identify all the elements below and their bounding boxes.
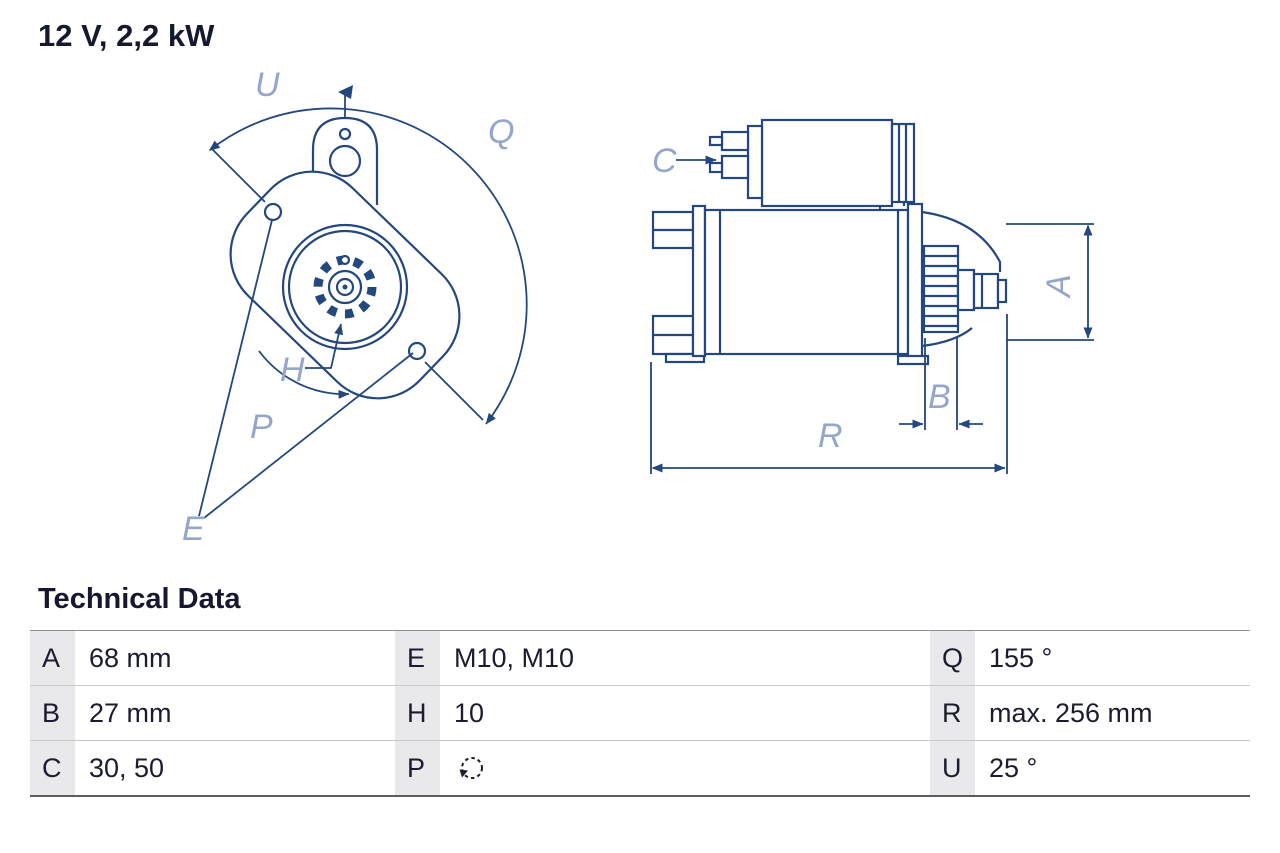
- param-key-c: C: [30, 741, 75, 795]
- dim-label-e: E: [182, 510, 205, 548]
- solenoid: [746, 118, 916, 211]
- front-view: [229, 116, 461, 400]
- technical-data-section: Technical Data A 68 mm E M10, M10 Q 155 …: [30, 583, 1250, 797]
- dim-label-b: B: [928, 378, 951, 416]
- dim-label-q: Q: [488, 113, 514, 151]
- front-dimensions: [198, 85, 528, 519]
- param-value-p: [440, 741, 930, 795]
- motor-body: [703, 208, 910, 356]
- param-key-e: E: [395, 631, 440, 685]
- param-key-a: A: [30, 631, 75, 685]
- param-key-h: H: [395, 686, 440, 740]
- param-value-q: 155 °: [975, 631, 1250, 685]
- side-dimensions: [650, 155, 1094, 474]
- table-row: B 27 mm H 10 R max. 256 mm: [30, 685, 1250, 740]
- terminals: [708, 130, 750, 180]
- drive-end: [896, 202, 1008, 366]
- param-key-q: Q: [930, 631, 975, 685]
- param-value-u: 25 °: [975, 741, 1250, 795]
- rotation-ccw-icon: [459, 757, 483, 779]
- dim-label-r: R: [818, 417, 843, 455]
- dim-label-u: U: [255, 66, 280, 104]
- param-value-b: 27 mm: [75, 686, 395, 740]
- side-view: [651, 118, 1008, 366]
- end-shield: [691, 204, 707, 358]
- param-value-c: 30, 50: [75, 741, 395, 795]
- param-value-a: 68 mm: [75, 631, 395, 685]
- starter-motor-drawing: U Q H P E: [182, 66, 1094, 548]
- dim-label-c: C: [652, 142, 677, 180]
- param-value-r: max. 256 mm: [975, 686, 1250, 740]
- voltage-power-title: 12 V, 2,2 kW: [38, 18, 215, 53]
- technical-data-heading: Technical Data: [38, 583, 241, 615]
- param-value-e: M10, M10: [440, 631, 930, 685]
- dim-label-a: A: [1040, 274, 1078, 299]
- technical-data-table: A 68 mm E M10, M10 Q 155 ° B 27 mm H 10 …: [30, 630, 1250, 797]
- param-value-h: 10: [440, 686, 930, 740]
- dim-label-p: P: [250, 408, 273, 446]
- param-key-r: R: [930, 686, 975, 740]
- param-key-u: U: [930, 741, 975, 795]
- param-key-p: P: [395, 741, 440, 795]
- table-row: A 68 mm E M10, M10 Q 155 °: [30, 631, 1250, 685]
- dim-label-h: H: [280, 351, 305, 389]
- mounting-lugs: [651, 210, 706, 364]
- table-row: C 30, 50 P U 25 °: [30, 740, 1250, 795]
- param-key-b: B: [30, 686, 75, 740]
